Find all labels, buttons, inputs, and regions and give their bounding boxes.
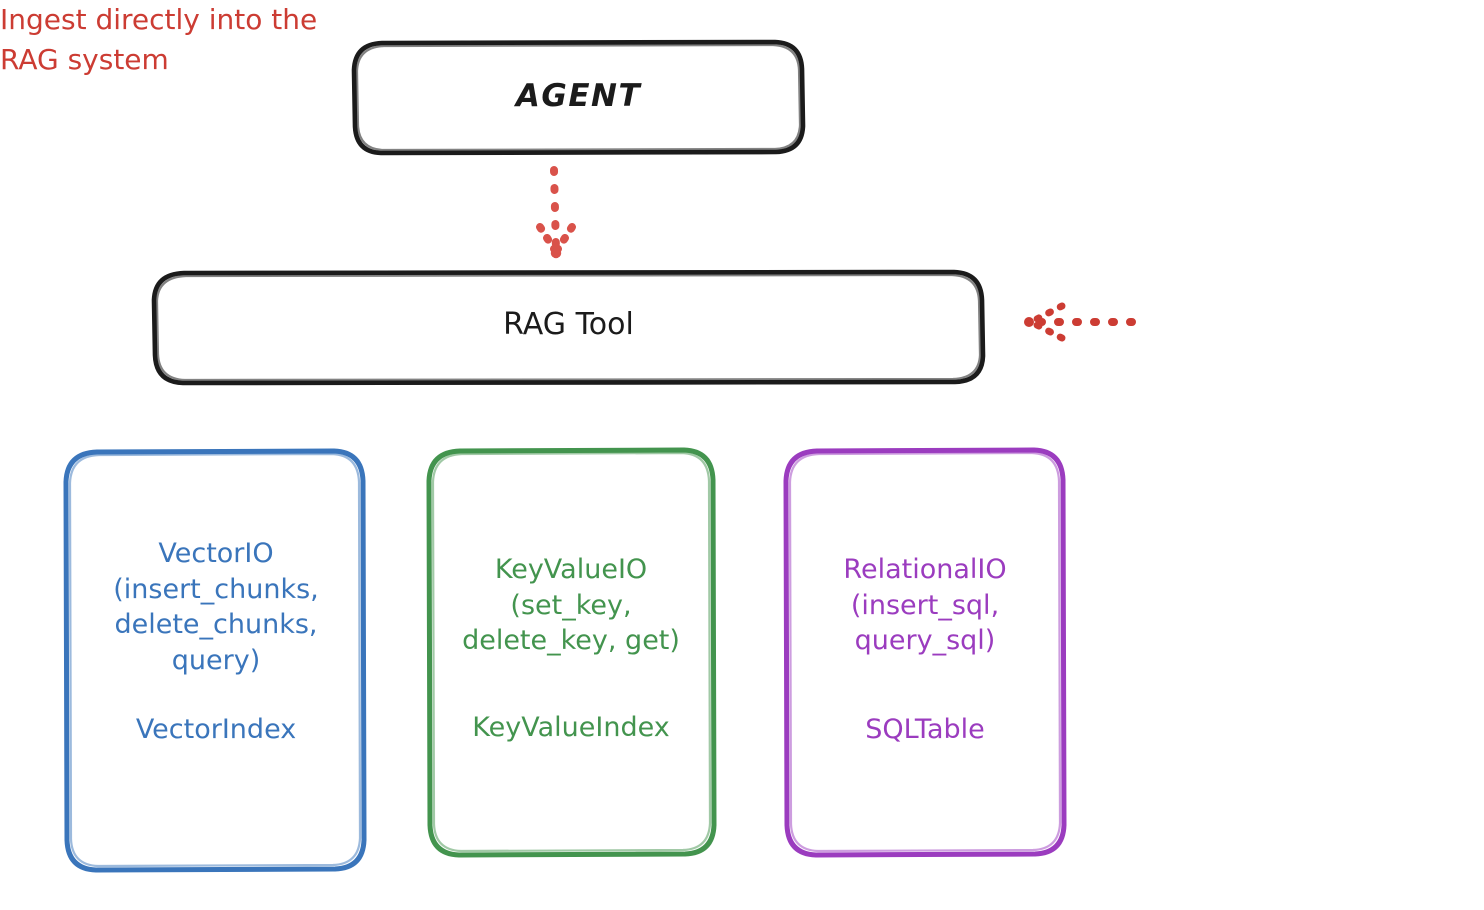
ingest-annotation-text: Ingest directly into the RAG system — [0, 3, 318, 76]
agent-label: AGENT — [515, 78, 642, 114]
agent-box[interactable] — [351, 39, 806, 156]
keyvalue-store-box[interactable] — [426, 447, 717, 858]
relational-store-index-label: SQLTable — [865, 714, 985, 745]
rag-tool-label: RAG Tool — [503, 307, 634, 342]
vector-store-index-label: VectorIndex — [135, 714, 297, 745]
vector-store-api-label: VectorIO (insert_chunks, delete_chunks, … — [113, 538, 319, 676]
ingest-annotation-arrow — [1024, 302, 1136, 342]
agent-to-rag-arrow — [536, 166, 576, 259]
vector-store-box[interactable] — [63, 448, 367, 873]
keyvalue-store-api-label: KeyValueIO (set_key, delete_key, get) — [462, 554, 680, 657]
relational-store-api-label: RelationalIO (insert_sql, query_sql) — [843, 554, 1007, 657]
rag-tool-box[interactable] — [151, 269, 986, 386]
relational-store-box[interactable] — [783, 447, 1067, 858]
keyvalue-store-index-label: KeyValueIndex — [472, 712, 670, 743]
